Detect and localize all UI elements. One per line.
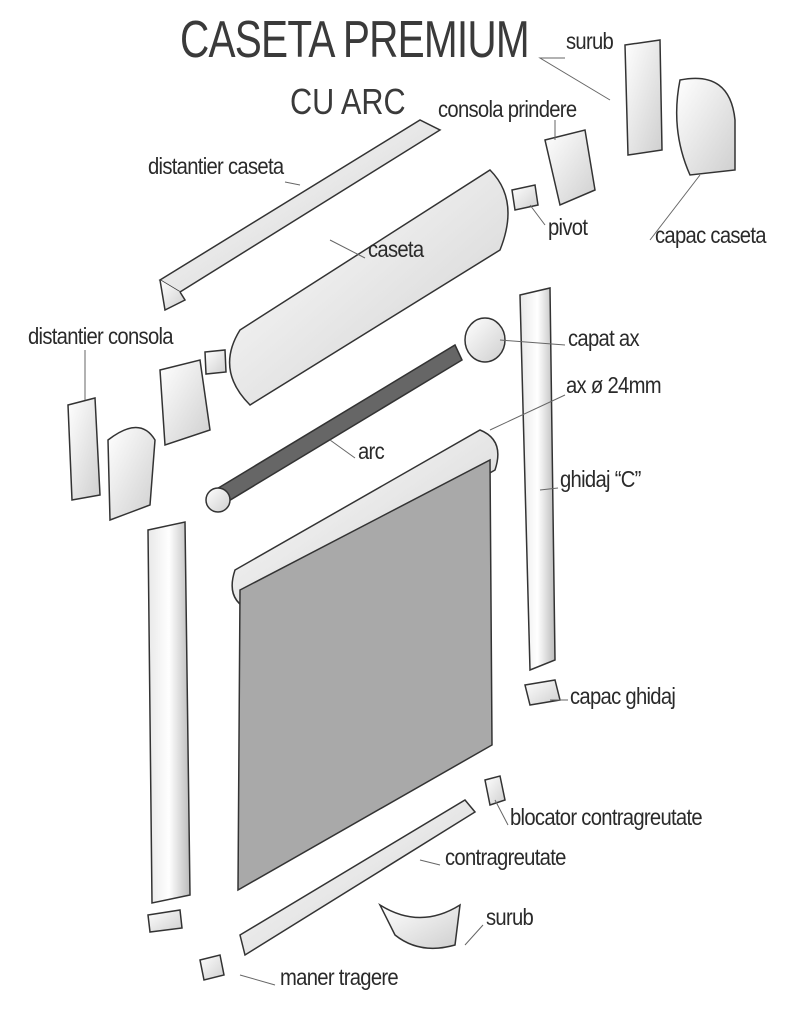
label-pivot: pivot <box>548 214 588 240</box>
distantier-consola-part <box>67 397 101 501</box>
ghidaj-stanga-part <box>147 521 191 904</box>
capac-ghidaj-part <box>524 679 561 706</box>
label-arc: arc <box>358 438 385 464</box>
blocator-stanga-part <box>199 954 225 981</box>
leader-lines <box>84 57 701 986</box>
label-distantier-consola: distantier consola <box>28 323 174 349</box>
label-consola-prindere: consola prindere <box>438 96 577 122</box>
pivot-stanga-part <box>204 349 227 375</box>
capac-caseta-part <box>675 77 736 176</box>
capac-caseta-bracket <box>624 39 663 156</box>
panza-part <box>237 458 493 892</box>
label-capat-ax: capat ax <box>568 325 640 351</box>
label-surub-top: surub <box>566 28 614 54</box>
label-contragreutate: contragreutate <box>445 844 566 870</box>
capat-ax-part <box>464 317 506 363</box>
caseta-part <box>228 169 509 406</box>
label-capac-caseta: capac caseta <box>655 222 767 248</box>
label-caseta: caseta <box>368 236 424 262</box>
label-maner-tragere: maner tragere <box>280 964 399 990</box>
label-ax: ax ø 24mm <box>566 372 662 398</box>
label-surub-bottom: surub <box>486 904 534 930</box>
pivot-part <box>511 184 539 211</box>
label-distantier-caseta: distantier caseta <box>148 153 284 179</box>
capac-stanga-part <box>107 426 156 522</box>
label-blocator-contragreutate: blocator contragreutate <box>510 804 703 830</box>
contragreutate-part <box>239 799 477 957</box>
diagram-title: CASETA PREMIUM <box>180 11 530 69</box>
consola-stanga-part <box>159 359 211 447</box>
ghidaj-dreapta-part <box>519 287 556 672</box>
blocator-part <box>484 775 506 806</box>
label-capac-ghidaj: capac ghidaj <box>570 683 676 709</box>
diagram-subtitle: CU ARC <box>290 81 406 122</box>
consola-prindere-part <box>544 129 596 207</box>
label-ghidaj: ghidaj “C” <box>560 466 641 492</box>
maner-tragere-part <box>378 902 461 950</box>
capac-ghidaj-stanga-part <box>147 909 183 933</box>
